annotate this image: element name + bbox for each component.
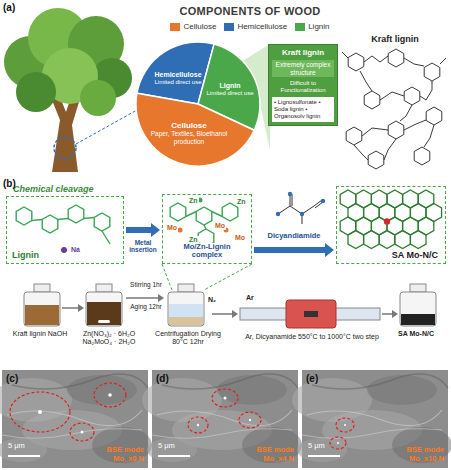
figure-label: 5 μm (308, 442, 325, 451)
figure-label: 5 μm (158, 442, 175, 451)
pie-slice: HemicelluloseLimited direct use (147, 71, 209, 86)
figure-label: (a) (3, 2, 15, 14)
figure-label: SA Mo-N/C (384, 330, 448, 338)
tree-illustration (4, 8, 137, 172)
legend-text: Cellulose (183, 22, 216, 31)
figure-label: BSE mode Mo_x0 N (84, 446, 144, 463)
legend: Cellulose Hemicellulose Lignin (150, 22, 350, 31)
legend-swatch (224, 23, 234, 31)
figure-label: Na (70, 246, 81, 254)
legend-item: Lignin (295, 22, 329, 31)
figure-label: (d) (156, 373, 169, 385)
figure-label: (c) (6, 373, 18, 385)
node-text: Chemical cleavage (11, 184, 96, 194)
single-atom (384, 218, 390, 224)
figure-label: Zn (188, 197, 199, 205)
figure-label: Zn (236, 198, 247, 206)
figure-label: Centrifugation Drying 80°C 12hr (148, 330, 228, 346)
info-box: Kraft ligninExtremely complex structureD… (268, 44, 338, 126)
node-text: Lignin (206, 82, 254, 90)
process-arrow (126, 223, 160, 237)
edge-label: Metal insertion (126, 239, 160, 254)
process-arrow (254, 243, 334, 257)
figure-label: (b) (3, 178, 16, 190)
node-text: Lignin (11, 250, 40, 260)
figure-label: Stirring 1hr (126, 281, 166, 288)
figure-label: 5 μm (8, 442, 25, 451)
node-text: SA Mo-N/C (390, 250, 440, 260)
figure-title: COMPONENTS OF WOOD (140, 5, 360, 18)
figure-label: Mo (214, 222, 226, 230)
pie-chart (136, 42, 260, 166)
node-text: Cellulose (149, 121, 229, 130)
node-text: Limited direct use (206, 90, 254, 97)
legend-swatch (170, 23, 180, 31)
sem-micrographs (0, 370, 451, 468)
node-text: Difficult to Functionalization (272, 80, 334, 94)
figure-label: Zn (188, 236, 199, 244)
node-text: Limited direct use (147, 79, 209, 86)
figure-label: (e) (306, 373, 318, 385)
figure-label: Zn(NO₃)₂ · 6H₂O Na₂MoO₄ · 2H₂O (76, 330, 142, 346)
node-text: Kraft lignin (272, 48, 334, 57)
figure-label: N₂ (208, 296, 216, 304)
edge-label: Dicyandiamide (254, 232, 334, 241)
process-box: SA Mo-N/C (336, 186, 446, 264)
node-text: Paper, Textiles, Bioethanol production (149, 130, 229, 145)
legend-text: Hemicellulose (237, 22, 287, 31)
pie-slice: LigninLimited direct use (206, 82, 254, 97)
metal-lignin-complex (170, 203, 238, 247)
legend-swatch (295, 23, 305, 31)
legend-text: Lignin (308, 22, 329, 31)
figure-label: BSE mode Mo_x10 N (384, 446, 444, 463)
process-box: Chemical cleavageLignin (6, 196, 124, 264)
lignin-structure (342, 49, 446, 169)
process-illustration (24, 264, 436, 328)
figure-label: Kraft lignin (345, 34, 445, 44)
pie-slice: CellulosePaper, Textiles, Bioethanol pro… (149, 121, 229, 145)
legend-item: Hemicellulose (224, 22, 287, 31)
figure-label: Mo (234, 234, 246, 242)
dicyandiamide-structure (276, 192, 325, 224)
node-text: Mo/Zn-Lignin complex (166, 243, 248, 260)
figure-label: Kraft lignin NaOH (6, 330, 74, 338)
node-text: Extremely complex structure (272, 60, 334, 77)
lignin-chain (16, 205, 110, 244)
figure-label: Ar (246, 294, 254, 302)
graphene-lattice (340, 190, 441, 249)
node-text: Hemicellulose (147, 71, 209, 79)
figure-label: Aging 12hr (126, 303, 166, 310)
figure-label: BSE mode Mo_x4 N (234, 446, 294, 463)
figure-label: Mo (166, 224, 178, 232)
figure-label: Ar, Dicyanamide 550°C to 1000°C two step (244, 333, 380, 341)
sodium-atom (61, 247, 67, 253)
legend-item: Cellulose (170, 22, 216, 31)
node-text: • Lignosulfonate • Soda lignin • Organos… (272, 97, 334, 122)
